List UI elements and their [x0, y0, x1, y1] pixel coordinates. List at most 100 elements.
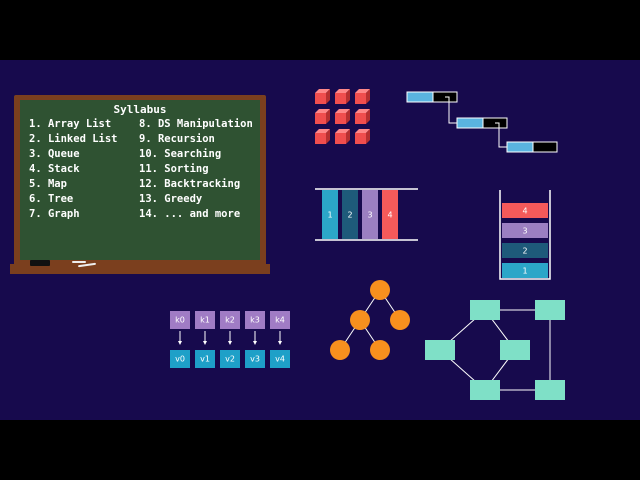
- chalkboard-ledge: [10, 264, 270, 274]
- graph-node: [470, 300, 500, 320]
- cube-side: [326, 129, 330, 144]
- map-value: [245, 350, 265, 368]
- cube-side: [326, 89, 330, 104]
- map-key-label: k1: [200, 316, 210, 325]
- map-value-label: v3: [250, 355, 260, 364]
- map-value: [270, 350, 290, 368]
- stack-item: [502, 223, 548, 238]
- cube-top: [315, 129, 330, 133]
- graph-node: [470, 380, 500, 400]
- linked-list-arrow: [445, 96, 457, 124]
- map-key: [220, 311, 240, 329]
- array-cube: [315, 113, 326, 124]
- map-arrowhead: [278, 341, 282, 345]
- map-key: [270, 311, 290, 329]
- map-value: [170, 350, 190, 368]
- queue-item: [342, 190, 358, 239]
- cube-top: [335, 109, 350, 113]
- stack-item: [502, 203, 548, 218]
- cube-top: [355, 109, 370, 113]
- stack-item-label: 4: [522, 207, 527, 216]
- cube-side: [366, 129, 370, 144]
- graph-node: [535, 300, 565, 320]
- syllabus-item: 2. Linked List: [29, 133, 118, 145]
- graph-node: [425, 340, 455, 360]
- array-cube: [355, 93, 366, 104]
- eraser-icon: [30, 260, 50, 266]
- map-key-label: k3: [250, 316, 260, 325]
- syllabus-title: Syllabus: [113, 103, 167, 116]
- map-value-label: v0: [175, 355, 185, 364]
- cube-side: [346, 129, 350, 144]
- tree-node: [370, 340, 390, 360]
- syllabus-item: 6. Tree: [29, 193, 74, 205]
- array-cube: [335, 113, 346, 124]
- stack-item-label: 1: [522, 267, 527, 276]
- cube-top: [315, 89, 330, 93]
- graph-node: [500, 340, 530, 360]
- map-value: [195, 350, 215, 368]
- map-key-label: k4: [275, 316, 285, 325]
- linked-list-node-data: [456, 117, 484, 129]
- linked-list-node-data: [406, 91, 434, 103]
- map-key-label: k2: [225, 316, 235, 325]
- queue-item-label: 4: [387, 211, 392, 220]
- array-cube: [355, 133, 366, 144]
- queue-item: [382, 190, 398, 239]
- stack-container: [499, 190, 551, 280]
- array-cube: [335, 93, 346, 104]
- tree-node: [390, 310, 410, 330]
- map-key-label: k0: [175, 316, 185, 325]
- queue-item-label: 3: [367, 211, 372, 220]
- map-value-label: v2: [225, 355, 235, 364]
- array-cube: [335, 133, 346, 144]
- cube-side: [366, 89, 370, 104]
- syllabus-item: 11. Sorting: [139, 163, 209, 175]
- syllabus-item: 4. Stack: [29, 163, 80, 175]
- queue-item: [362, 190, 378, 239]
- stack-item-label: 2: [522, 247, 527, 256]
- syllabus-item: 12. Backtracking: [139, 178, 241, 190]
- map-value-label: v1: [200, 355, 210, 364]
- array-cube: [355, 113, 366, 124]
- cube-top: [335, 129, 350, 133]
- map-key: [195, 311, 215, 329]
- tree-node: [370, 280, 390, 300]
- syllabus-item: 13. Greedy: [139, 193, 203, 205]
- map-arrowhead: [178, 341, 182, 345]
- array-cube: [315, 133, 326, 144]
- syllabus-item: 10. Searching: [139, 148, 222, 160]
- map-value: [220, 350, 240, 368]
- cube-top: [335, 89, 350, 93]
- queue-item: [322, 190, 338, 239]
- queue-item-label: 2: [347, 211, 352, 220]
- linked-list-node-data: [506, 141, 534, 153]
- map-key: [245, 311, 265, 329]
- linked-list-node-pointer: [532, 141, 558, 153]
- map-arrowhead: [253, 341, 257, 345]
- map-arrowhead: [203, 341, 207, 345]
- graph-node: [535, 380, 565, 400]
- array-cube: [315, 93, 326, 104]
- cube-side: [346, 109, 350, 124]
- cube-side: [346, 89, 350, 104]
- syllabus-item: 7. Graph: [29, 208, 80, 220]
- tree-node: [330, 340, 350, 360]
- queue-item-label: 1: [327, 211, 332, 220]
- stack-item-label: 3: [522, 227, 527, 236]
- syllabus-item: 3. Queue: [29, 148, 80, 160]
- syllabus-item: 14. ... and more: [139, 208, 241, 220]
- syllabus-item: 9. Recursion: [139, 133, 215, 145]
- stack-item: [502, 263, 548, 278]
- map-key: [170, 311, 190, 329]
- stack-item: [502, 243, 548, 258]
- syllabus-item: 5. Map: [29, 178, 67, 190]
- map-value-label: v4: [275, 355, 285, 364]
- syllabus-item: 1. Array List: [29, 118, 112, 130]
- cube-top: [315, 109, 330, 113]
- cube-side: [366, 109, 370, 124]
- chalkboard: [20, 100, 260, 260]
- cube-top: [355, 89, 370, 93]
- linked-list-arrow: [495, 122, 507, 148]
